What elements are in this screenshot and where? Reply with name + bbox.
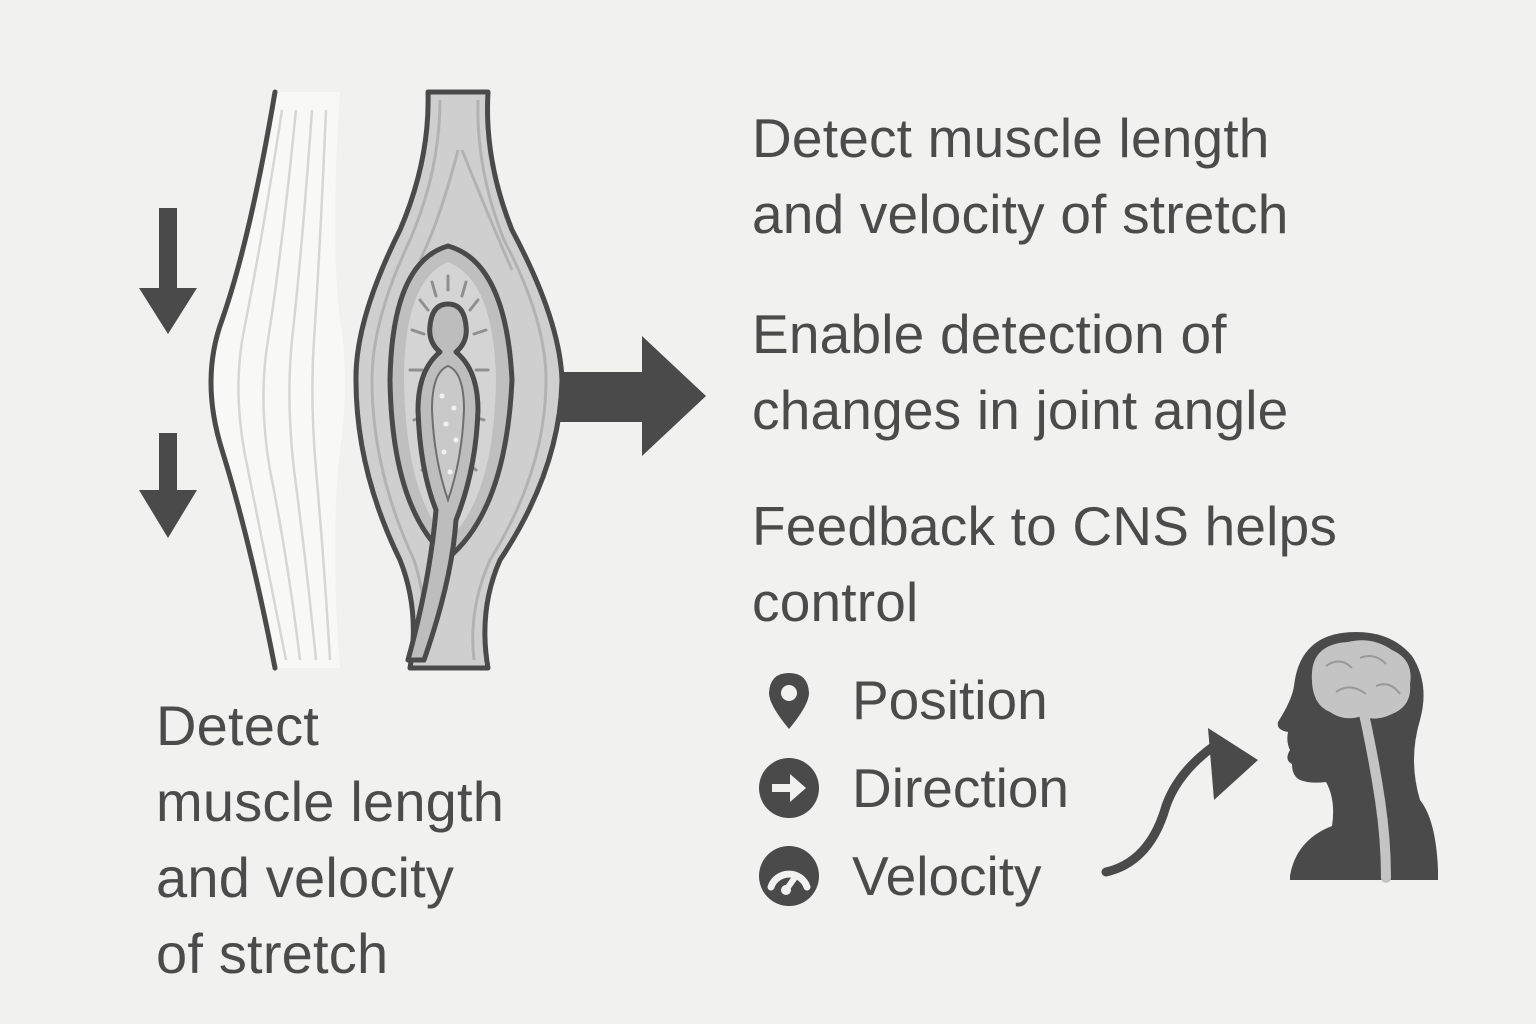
muscle-spindle-illustration <box>353 89 565 671</box>
feature-line: Enable detection of <box>752 303 1227 365</box>
feature-line: Feedback to CNS helps <box>752 495 1338 557</box>
stretch-arrows <box>139 208 197 538</box>
list-label: Direction <box>852 757 1070 819</box>
curved-arrow-icon <box>1101 728 1258 877</box>
left-caption-line: of stretch <box>156 922 389 985</box>
left-caption-line: muscle length <box>156 770 505 833</box>
head-brain-icon <box>1277 632 1438 883</box>
list-label: Position <box>852 669 1048 731</box>
left-caption: Detect muscle length and velocity of str… <box>156 688 576 992</box>
left-caption-line: and velocity <box>156 846 455 909</box>
feature-line: Detect muscle length <box>752 107 1270 169</box>
feature-length-velocity: Detect muscle length and velocity of str… <box>752 100 1452 252</box>
right-arrow-icon <box>560 336 706 456</box>
arrow-circle-icon <box>759 758 819 818</box>
left-caption-line: Detect <box>156 694 320 757</box>
feature-line: and velocity of stretch <box>752 183 1289 245</box>
down-arrow-icon <box>139 208 197 334</box>
list-item-velocity: Velocity <box>756 832 1069 920</box>
feature-line: control <box>752 571 919 633</box>
muscle-illustration <box>208 89 345 671</box>
location-pin-icon <box>769 673 809 729</box>
control-list: Position Direction Velocity <box>756 656 1069 920</box>
list-item-direction: Direction <box>756 744 1069 832</box>
speedometer-icon <box>759 846 819 906</box>
feature-line: changes in joint angle <box>752 379 1289 441</box>
feature-joint-angle: Enable detection of changes in joint ang… <box>752 296 1452 448</box>
feature-cns-feedback: Feedback to CNS helps control <box>752 488 1452 640</box>
list-label: Velocity <box>852 845 1042 907</box>
list-item-position: Position <box>756 656 1069 744</box>
down-arrow-icon <box>139 433 197 538</box>
